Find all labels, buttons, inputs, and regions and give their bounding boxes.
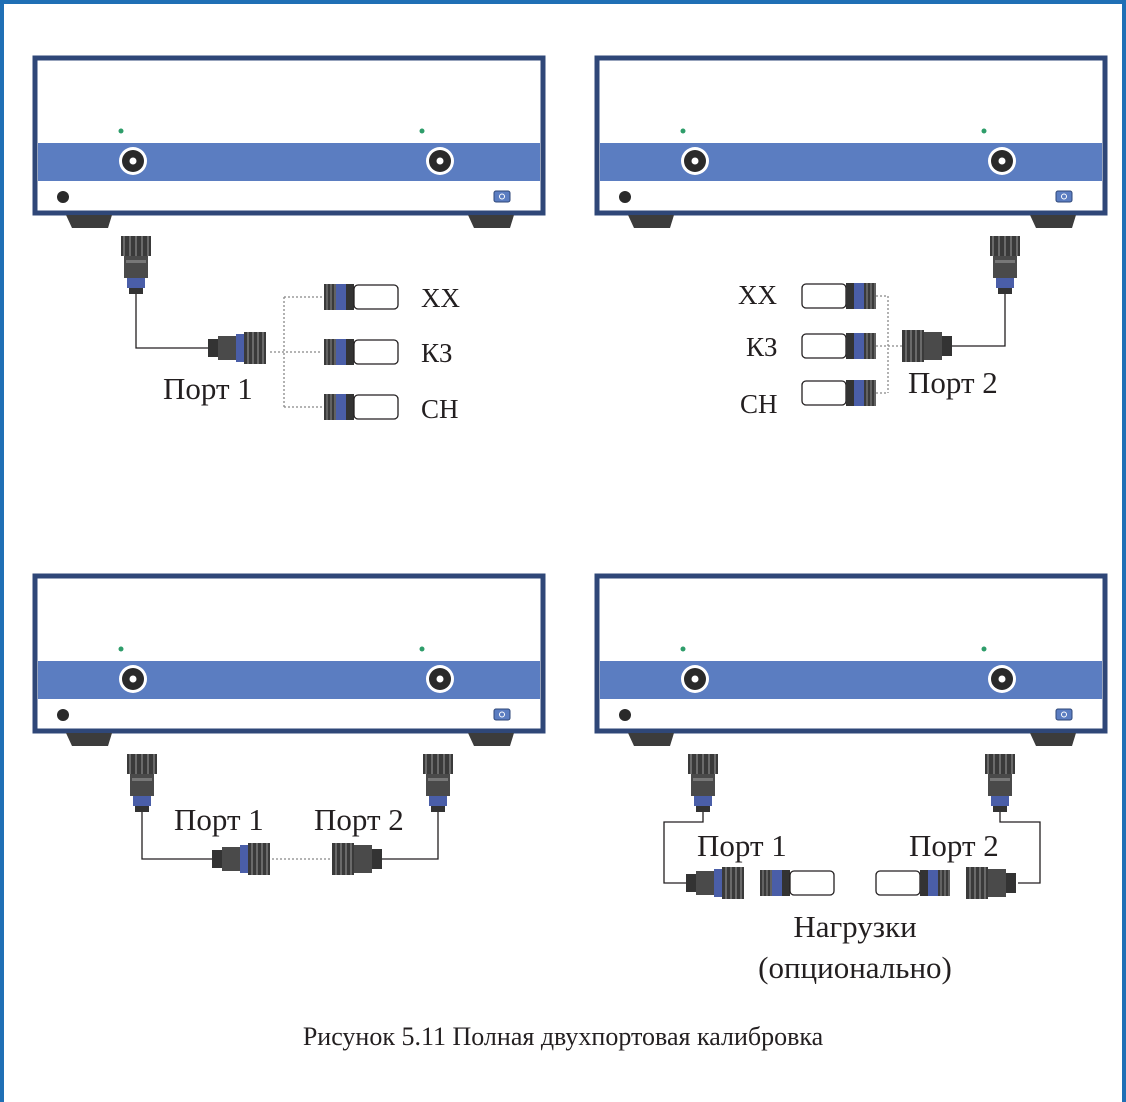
standard-load-label: СН [421,394,459,424]
panel-optional-loads: Порт 1 Порт 2 Нагрузки (опционально) [597,576,1105,985]
port1-connector [207,331,267,365]
standard-load [801,379,877,407]
port2-cable-connector [422,753,454,813]
loads-label: Нагрузки [793,909,916,944]
port1-connector [685,866,745,900]
panel-port2-calibration: XX КЗ СН Порт 2 [597,58,1105,419]
port2-cable-connector [984,753,1016,813]
port1-cable-connector [687,753,719,813]
standard-short [323,338,399,366]
standards-bracket [876,295,902,394]
analyzer-device [35,58,543,228]
standard-short [801,332,877,360]
standard-open-label: XX [421,283,460,313]
port1-connector [211,842,271,876]
standard-open [801,282,877,310]
standards-bracket [270,296,322,408]
standard-load-label: СН [740,389,778,419]
standard-open [323,283,399,311]
port2-connector [965,866,1017,900]
standard-load [323,393,399,421]
port1-cable [141,812,212,860]
panel-port1-calibration: XX КЗ СН Порт 1 [35,58,543,424]
port1-label: Порт 1 [697,828,787,863]
port1-label: Порт 1 [174,802,264,837]
analyzer-device [597,576,1105,746]
standard-short-label: КЗ [421,338,453,368]
port2-cable [382,812,439,860]
analyzer-device [35,576,543,746]
port1-cable [663,812,704,884]
port2-label: Порт 2 [908,365,998,400]
standard-open-label: XX [738,280,777,310]
port2-connector [901,329,953,363]
port2-cable [999,812,1041,884]
port2-label: Порт 2 [909,828,999,863]
port2-load [875,869,951,897]
port1-cable-connector [126,753,158,813]
port2-cable [952,294,1006,347]
analyzer-device [597,58,1105,228]
port2-label: Порт 2 [314,802,404,837]
loads-optional-label: (опционально) [758,950,952,985]
port2-connector [331,842,383,876]
standard-short-label: КЗ [746,332,778,362]
port1-label: Порт 1 [163,371,253,406]
port1-load [759,869,835,897]
panel-thru-connection: Порт 1 Порт 2 [35,576,543,876]
port1-cable [135,294,208,349]
port1-cable-connector [120,235,152,295]
port2-cable-connector [989,235,1021,295]
figure-caption: Рисунок 5.11 Полная двухпортовая калибро… [302,1022,824,1051]
